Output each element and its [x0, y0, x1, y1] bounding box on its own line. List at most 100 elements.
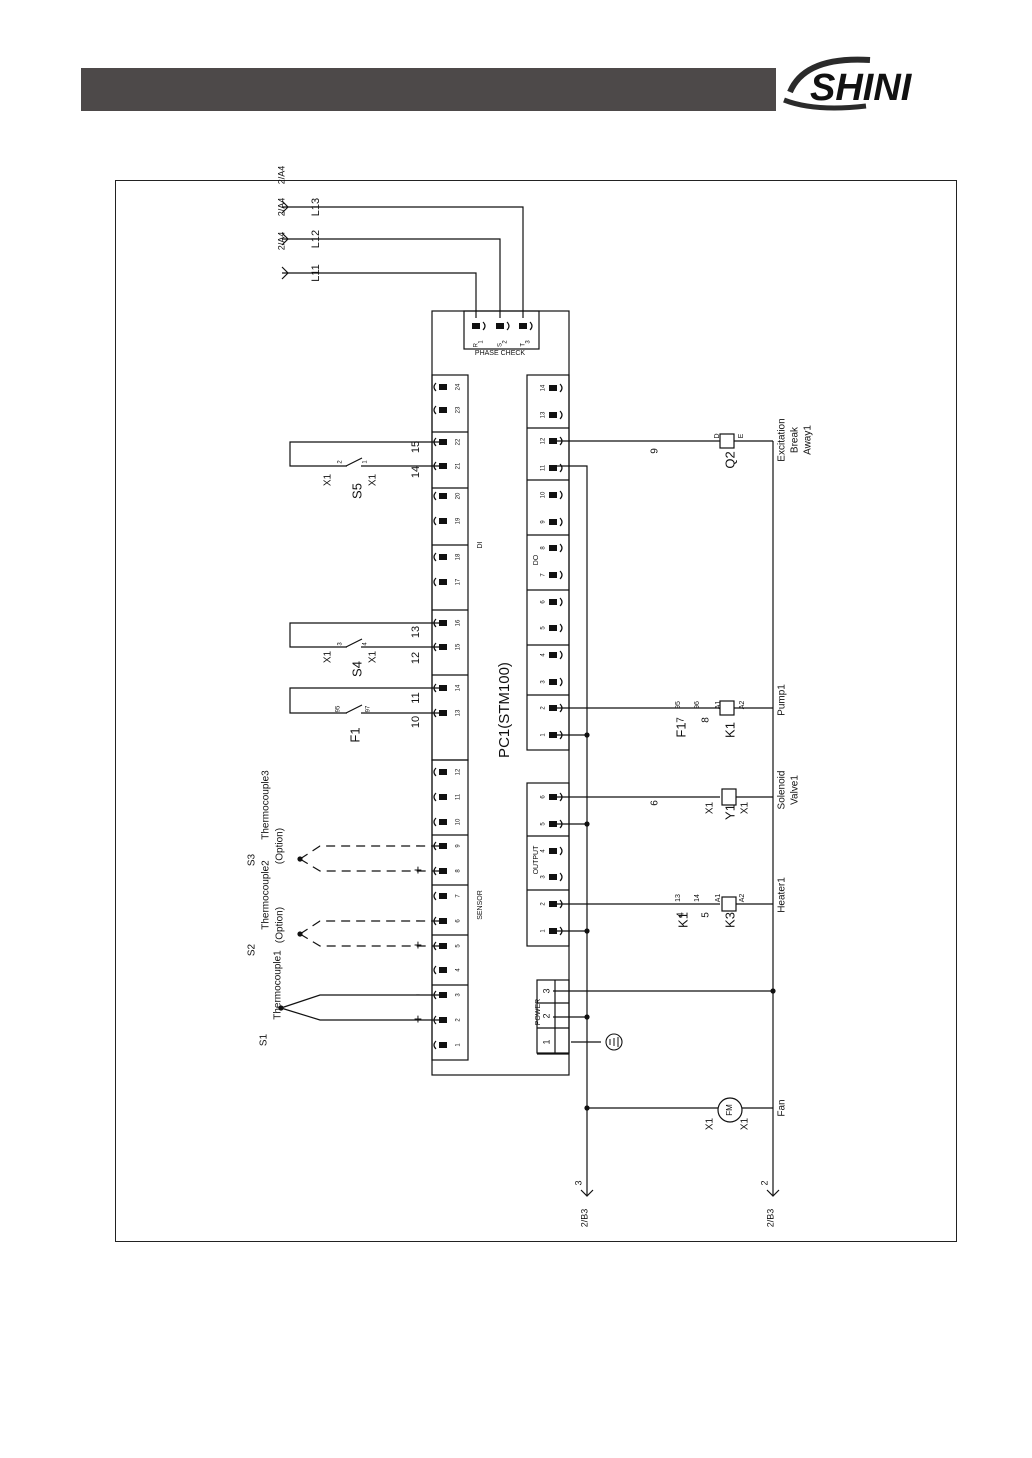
- switch-contact: [345, 638, 363, 648]
- output-pin: 5: [541, 822, 547, 826]
- output-pin: 2: [541, 902, 547, 906]
- sensor-pin: 2: [456, 1018, 462, 1022]
- screw-terminal: [433, 767, 447, 777]
- shini-logo: SHINI: [783, 56, 913, 111]
- sensor-pin: 3: [456, 993, 462, 997]
- screw-terminal: [433, 618, 447, 628]
- sensor-block: [431, 759, 469, 1061]
- wire-number: 7: [676, 717, 687, 723]
- arrow-icon: [281, 232, 289, 246]
- load-label: Valve1: [790, 775, 801, 805]
- brake-coil: [719, 433, 735, 449]
- phase-pin: 1: [479, 340, 485, 344]
- screw-terminal: [549, 846, 563, 856]
- wire-number: 10: [410, 716, 422, 728]
- do-pin: 8: [541, 546, 547, 550]
- x1-label: X1: [740, 1117, 751, 1130]
- contact-label: 97: [366, 705, 372, 712]
- screw-terminal: [549, 517, 563, 527]
- screw-terminal: [433, 552, 447, 562]
- phase-ref: 2/A4: [276, 198, 286, 217]
- wire-number: 11: [410, 692, 422, 703]
- do-pin: 4: [541, 653, 547, 657]
- do-pin: 6: [541, 600, 547, 604]
- screw-terminal: [549, 703, 563, 713]
- di-loop-s4: [289, 622, 443, 648]
- x1-label: X1: [368, 473, 379, 486]
- output-label: OUTPUT: [533, 845, 540, 875]
- screw-terminal: [549, 623, 563, 633]
- phase-letter: R: [474, 342, 480, 347]
- sensor-pin: 4: [456, 968, 462, 972]
- do-pin: 3: [541, 680, 547, 684]
- contact-label: 95: [675, 701, 682, 709]
- sensor-pin: 5: [456, 944, 462, 948]
- k1-label: K1: [722, 722, 737, 738]
- sensor-option: (Option): [275, 907, 286, 943]
- do-block: [526, 374, 570, 751]
- phase-pin: 3: [526, 340, 532, 344]
- phase-ref: 2/A4: [276, 232, 286, 251]
- bus-ref: 2/B3: [579, 1209, 589, 1228]
- k1-label: K1: [675, 912, 690, 928]
- sensor-pin: 7: [456, 894, 462, 898]
- phase-check-label: PHASE CHECK: [475, 350, 526, 357]
- thermocouple-wire: [299, 920, 443, 935]
- do-label: DO: [533, 554, 540, 565]
- minus-sign: -: [416, 912, 421, 928]
- phase-line: [282, 272, 477, 318]
- earth-ground-icon: [605, 1033, 623, 1051]
- pin-label: 14: [694, 894, 701, 902]
- di-pin: 13: [456, 709, 462, 716]
- pin-label: 2: [338, 460, 344, 464]
- minus-sign: -: [416, 837, 421, 853]
- screw-terminal: [433, 817, 447, 827]
- thermocouple-wire: [280, 994, 443, 1009]
- bus-ref: 2/B3: [765, 1209, 775, 1228]
- wire-number: 8: [701, 717, 712, 723]
- thermocouple-wire: [280, 1007, 443, 1021]
- power-label: POWER: [535, 999, 542, 1025]
- arrow-icon: [580, 1189, 594, 1197]
- phase-name: L11: [310, 264, 322, 282]
- phase-letter: T: [521, 343, 527, 347]
- screw-terminal: [549, 650, 563, 660]
- phase-name: L13: [310, 198, 322, 216]
- screw-terminal: [433, 577, 447, 587]
- pin-label: A2: [739, 701, 746, 710]
- do-pin: 13: [541, 411, 547, 418]
- sensor-name: Thermocouple2: [261, 860, 272, 930]
- power-block: [536, 979, 570, 1054]
- wire-number: 6: [650, 800, 661, 806]
- di-pin: 24: [456, 383, 462, 390]
- phase-letter: S: [498, 343, 504, 347]
- screw-terminal: [549, 410, 563, 420]
- sensor-option: (Option): [275, 828, 286, 864]
- thermocouple-wire: [299, 858, 443, 872]
- pin-label: E: [738, 433, 745, 438]
- sensor-pin: 6: [456, 919, 462, 923]
- contact-label: 95: [336, 705, 342, 712]
- output-block: [526, 782, 570, 947]
- screw-terminal: [433, 891, 447, 901]
- di-block: [431, 374, 469, 761]
- phase-line: [282, 238, 501, 318]
- arrow-icon: [281, 200, 289, 214]
- screw-terminal: [433, 437, 447, 447]
- switch-contact: [345, 457, 363, 467]
- junction-dot: [584, 821, 590, 827]
- screw-terminal: [433, 642, 447, 652]
- junction-dot: [297, 856, 303, 862]
- load-label: Heater1: [777, 877, 788, 913]
- pin-label: A1: [715, 894, 722, 903]
- screw-terminal: [433, 405, 447, 415]
- di-pin: 14: [456, 684, 462, 691]
- screw-terminal: [433, 941, 447, 951]
- screw-terminal: [433, 1015, 447, 1025]
- load-label: Break: [790, 426, 801, 453]
- s4-label: S4: [349, 661, 364, 677]
- y1-label: Y1: [722, 804, 737, 820]
- screw-terminal: [433, 382, 447, 392]
- do-pin: 12: [541, 437, 547, 444]
- minus-sign: -: [416, 986, 421, 1002]
